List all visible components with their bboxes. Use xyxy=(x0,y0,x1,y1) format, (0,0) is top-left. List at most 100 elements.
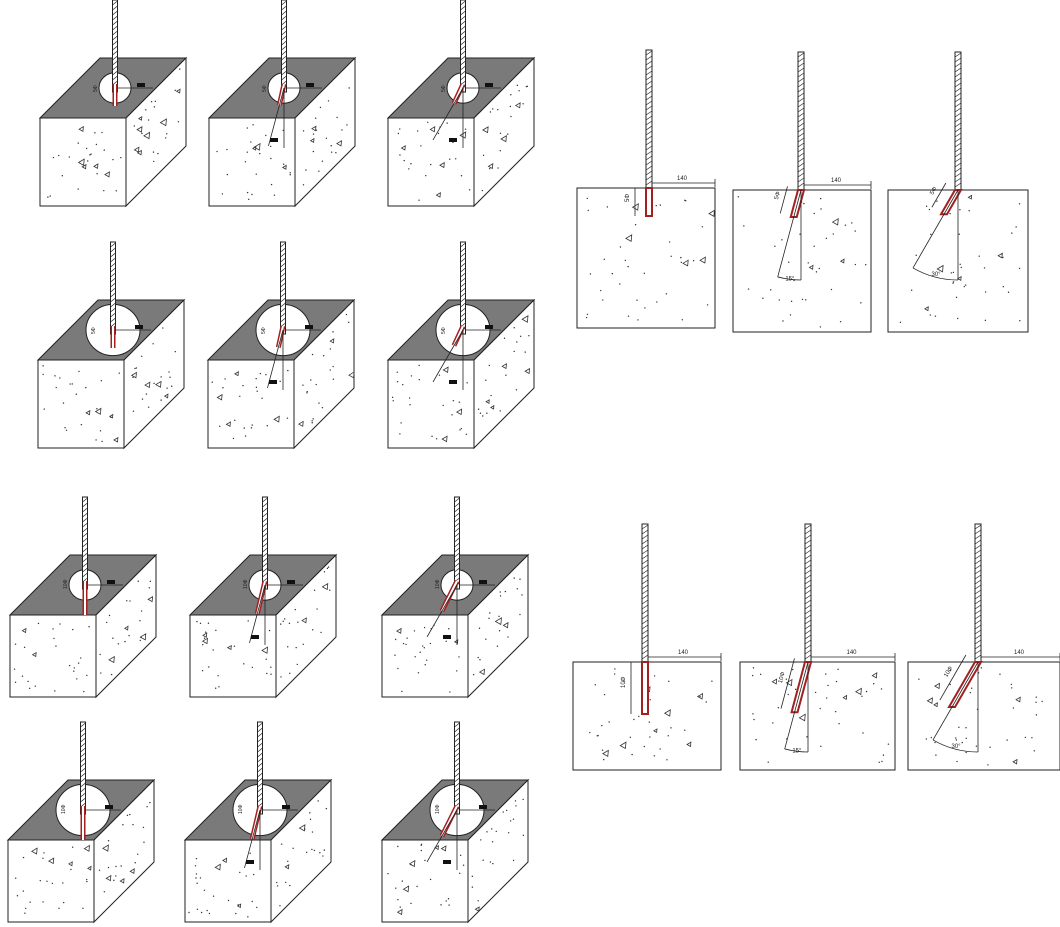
aggregate-dot xyxy=(466,382,468,384)
rebar-rib xyxy=(797,82,805,88)
rebar-rib xyxy=(80,747,86,753)
depth-dimension xyxy=(779,186,788,214)
rebar-rib xyxy=(454,792,460,798)
aggregate-dot xyxy=(276,885,279,887)
aggregate-dot xyxy=(237,904,239,906)
aggregate-dot xyxy=(222,387,224,389)
rebar-rib xyxy=(280,247,286,253)
rebar-rib xyxy=(954,92,962,98)
aggregate-mark xyxy=(81,163,87,170)
aggregate-dot xyxy=(960,266,962,269)
aggregate-dot xyxy=(279,380,281,383)
aggregate-dot xyxy=(426,659,428,661)
rebar-rib xyxy=(460,40,466,46)
aggregate-dot xyxy=(95,143,98,146)
aggregate-dot xyxy=(503,337,506,339)
aggregate-dot xyxy=(401,690,403,693)
aggregate-mark xyxy=(501,363,507,370)
dimension-tag xyxy=(107,580,115,584)
rebar-rib xyxy=(262,537,268,543)
rebar-rib xyxy=(797,167,805,173)
depth-label: 5Φ xyxy=(625,194,631,202)
block-side-face xyxy=(270,778,332,924)
aggregate-dot xyxy=(34,685,36,687)
aggregate-dot xyxy=(410,375,413,377)
aggregate-dot xyxy=(486,831,488,833)
rebar-rib xyxy=(262,562,268,568)
aggregate-dot xyxy=(224,378,226,380)
rebar-rib xyxy=(82,517,88,523)
aggregate-dot xyxy=(515,805,517,807)
aggregate-mark xyxy=(119,877,125,884)
rebar-rib xyxy=(262,507,268,513)
rebar-rib xyxy=(454,542,460,548)
rebar-rib xyxy=(110,277,116,283)
rebar-rib xyxy=(110,307,116,313)
rebar-rib xyxy=(954,57,962,63)
aggregate-dot xyxy=(319,106,322,109)
aggregate-mark xyxy=(926,697,933,705)
rebar-rib xyxy=(112,75,118,81)
rebar-rib xyxy=(460,20,466,26)
rebar-rib xyxy=(974,639,982,645)
aggregate-dot xyxy=(392,400,394,402)
aggregate-dot xyxy=(145,109,147,111)
aggregate-dot xyxy=(638,715,640,718)
aggregate-dot xyxy=(819,326,822,328)
rebar-rib xyxy=(281,75,287,81)
aggregate-dot xyxy=(492,108,494,110)
aggregate-dot xyxy=(42,857,44,860)
aggregate-dot xyxy=(864,264,867,266)
aggregate-dot xyxy=(71,846,74,848)
aggregate-dot xyxy=(489,111,492,113)
aggregate-dot xyxy=(21,675,24,677)
aggregate-dot xyxy=(486,412,488,414)
aggregate-dot xyxy=(668,241,671,243)
aggregate-dot xyxy=(313,589,316,592)
rebar-rib xyxy=(262,532,268,538)
aggregate-dot xyxy=(221,193,224,195)
aggregate-dot xyxy=(403,159,405,162)
aggregate-dot xyxy=(266,425,268,427)
rebar-rib xyxy=(80,762,86,768)
rebar-rib xyxy=(645,160,653,166)
rebar-rib xyxy=(257,757,263,763)
aggregate-dot xyxy=(497,109,499,111)
aggregate-dot xyxy=(146,806,148,808)
aggregate-dot xyxy=(126,600,128,602)
aggregate-dot xyxy=(120,156,122,159)
aggregate-dot xyxy=(75,393,78,395)
aggregate-dot xyxy=(265,658,267,660)
rebar-rib xyxy=(280,242,286,248)
aggregate-dot xyxy=(963,285,965,288)
aggregate-dot xyxy=(252,873,255,876)
rebar-rib xyxy=(454,522,460,528)
rebar-rib xyxy=(797,77,805,83)
aggregate-dot xyxy=(442,404,444,407)
aggregate-dot xyxy=(839,320,842,323)
aggregate-dot xyxy=(499,150,501,152)
rebar-rib xyxy=(454,562,460,568)
aggregate-dot xyxy=(777,707,780,709)
aggregate-dot xyxy=(204,631,207,633)
aggregate-mark xyxy=(1015,696,1021,703)
aggregate-dot xyxy=(265,134,267,137)
aggregate-dot xyxy=(87,160,89,162)
aggregate-mark xyxy=(222,857,228,864)
aggregate-dot xyxy=(149,580,152,583)
aggregate-dot xyxy=(141,132,143,135)
aggregate-dot xyxy=(497,167,499,169)
aggregate-dot xyxy=(259,152,261,155)
aggregate-dot xyxy=(139,620,141,622)
rebar-rib xyxy=(645,85,653,91)
aggregate-dot xyxy=(309,812,311,814)
rebar-rib xyxy=(454,517,460,523)
rebar-rib xyxy=(974,534,982,540)
aggregate-dot xyxy=(957,317,959,320)
aggregate-dot xyxy=(949,212,951,215)
rebar-rib xyxy=(974,544,982,550)
aggregate-dot xyxy=(233,645,236,647)
aggregate-dot xyxy=(420,843,423,846)
aggregate-mark xyxy=(502,621,509,629)
aggregate-dot xyxy=(448,628,450,630)
